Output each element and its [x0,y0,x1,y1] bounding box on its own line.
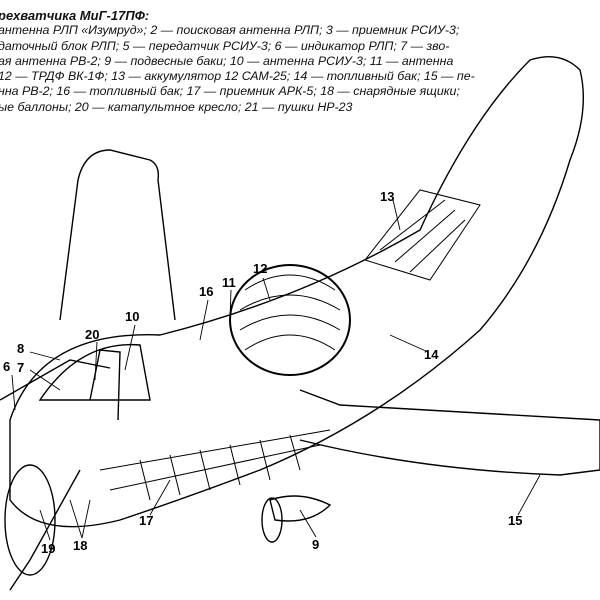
caption-line: ые баллоны; 20 — катапультное кресло; 21… [0,99,353,114]
callout-8: 8 [17,341,25,356]
caption-line: ая антенна РВ-2; 9 — подвесные баки; 10 … [0,53,454,68]
battery-bay-grid [364,189,481,281]
callout-10: 10 [125,309,140,324]
leader-lines [11,199,541,541]
callout-19: 19 [41,541,56,556]
callout-6: 6 [3,359,11,374]
callout-14: 14 [424,347,439,362]
wing [299,389,600,476]
callout-17: 17 [139,513,154,528]
callout-12: 12 [253,261,268,276]
fuselage-structure [99,429,331,501]
callout-11: 11 [222,275,236,290]
ejection-seat [89,349,121,421]
caption-line: нна РВ-2; 16 — топливный бак; 17 — прием… [0,84,460,99]
fuselage [9,56,584,528]
callout-9: 9 [312,537,320,552]
caption-line: антенна РЛП «Изумруд»; 2 — поисковая ант… [0,23,460,38]
nose-intake [4,464,56,576]
callout-7: 7 [17,360,25,375]
caption-title: рехватчика МиГ-17ПФ: [0,8,150,23]
landing-gear-wheel [261,497,283,543]
callout-13: 13 [380,189,395,204]
drop-tank [269,495,332,522]
engine-compressor-stages [239,274,341,351]
figure-caption: рехватчика МиГ-17ПФ: антенна РЛП «Изумру… [0,8,600,115]
callout-15: 15 [508,513,523,528]
engine [229,264,351,376]
callout-16: 16 [199,284,214,299]
caption-line: 12 — ТРДФ ВК-1Ф; 13 — аккумулятор 12 САМ… [0,69,475,84]
caption-line: даточный блок РЛП; 5 — передатчик РСИУ-3… [0,38,450,53]
vertical-tail [59,149,176,321]
callout-18: 18 [73,538,88,553]
wing-left-fragment [9,469,81,591]
callout-20: 20 [85,327,100,342]
